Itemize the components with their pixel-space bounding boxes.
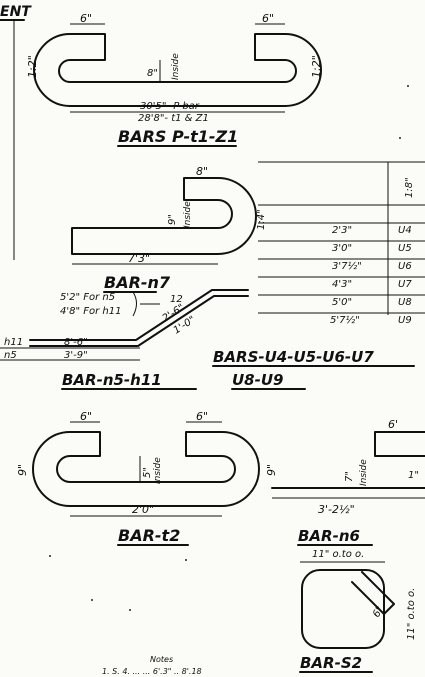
t2-inside-dim: 5" xyxy=(142,467,153,478)
notes-text: 1. S. 4. ... ... 6'.3" .. 8'.18 xyxy=(102,667,202,676)
row-mark: U7 xyxy=(398,279,412,290)
n6-length: 3'-2½" xyxy=(318,503,355,516)
n5-len-n: 3'-9" xyxy=(64,350,88,361)
row-mark: U4 xyxy=(398,225,412,236)
table-row: 4'3" U7 xyxy=(332,279,412,290)
n6-end: 1" xyxy=(408,470,419,481)
u-table-title-2: U8-U9 xyxy=(232,371,283,389)
n5-note-brace xyxy=(132,291,137,317)
table-row: 2'3" U4 xyxy=(332,225,412,236)
row-length: 3'0" xyxy=(332,243,352,254)
bar-s2-title: BAR-S2 xyxy=(300,654,362,672)
bar-n5-shape xyxy=(29,289,249,341)
dim-end-left: 1:2" xyxy=(26,55,39,78)
bar-n5-diagram: 5'2" For n5 4'8" For h11 12 2'-6" 1'-0" … xyxy=(0,289,249,390)
dim-right: 6" xyxy=(262,12,274,25)
t2-inside-label: Inside xyxy=(153,457,163,484)
n7-inside-label: Inside xyxy=(183,201,193,228)
bar-n7-shape xyxy=(71,177,257,255)
row-length: 5'0" xyxy=(332,297,352,308)
speck xyxy=(185,559,187,561)
t2-end-right: 9" xyxy=(265,464,278,476)
bar-p-title: BARS P-t1-Z1 xyxy=(118,127,238,146)
inside-dim: 8" xyxy=(147,68,158,79)
inside-label: Inside xyxy=(171,53,181,80)
table-row: 3'7½" U6 xyxy=(332,260,412,272)
bar-n5-title: BAR-n5-h11 xyxy=(62,371,162,389)
table-row: 5'7½" U9 xyxy=(330,314,412,326)
bar-p-shape xyxy=(33,33,322,107)
n7-top: 8" xyxy=(196,165,208,178)
t2-end-left: 9" xyxy=(16,464,29,476)
n7-end: 1:4" xyxy=(256,209,267,230)
bar-n6-diagram: 6' 7" Inside 1" 3'-2½" BAR-n6 xyxy=(271,418,425,546)
speck xyxy=(399,137,401,139)
scan-specks xyxy=(49,85,409,611)
bar-p-diagram: 6" 6" 1:2" 1:2" 8" Inside 30'5"- P bar 2… xyxy=(26,12,323,147)
n5-hook: 12 xyxy=(170,294,183,305)
n6-inside-dim: 7" xyxy=(344,471,355,482)
dim-left: 6" xyxy=(80,12,92,25)
s2-side: 11" o.to o. xyxy=(406,588,417,640)
row-mark: U8 xyxy=(398,297,412,308)
u-table-title-1: BARS-U4-U5-U6-U7 xyxy=(213,348,374,366)
bar-n5-shape-2 xyxy=(29,295,249,347)
n7-length: 7'3" xyxy=(128,252,150,265)
row-length: 2'3" xyxy=(332,225,352,236)
table-row: 3'0" U5 xyxy=(332,243,412,254)
bar-s2-shape xyxy=(301,569,385,649)
bar-t2-shape xyxy=(32,431,260,507)
s2-top: 11" o.to o. xyxy=(312,549,364,560)
s2-hook-dim: 6" xyxy=(371,605,386,620)
speck xyxy=(49,555,51,557)
n5-row-n: n5 xyxy=(4,350,17,361)
notes-title: Notes xyxy=(150,655,173,664)
row-length: 3'7½" xyxy=(332,260,362,272)
dim-end-right: 1:2" xyxy=(310,55,323,78)
t2-dim-right: 6" xyxy=(196,410,208,423)
notes-block: Notes 1. S. 4. ... ... 6'.3" .. 8'.18 xyxy=(102,655,202,676)
row-mark: U6 xyxy=(398,261,412,272)
n7-inside-dim: 9" xyxy=(167,214,178,225)
u-bars-table: 1:8" 2'3" U4 3'0" U5 3'7½" U6 4'3" U7 5'… xyxy=(212,161,425,390)
bar-n7-title: BAR-n7 xyxy=(104,273,171,292)
n6-inside-label: Inside xyxy=(359,459,369,486)
bar-n6-title: BAR-n6 xyxy=(298,527,360,545)
n6-top: 6' xyxy=(388,418,398,431)
t2-length: 2'0" xyxy=(132,503,154,516)
n5-row-h: h11 xyxy=(4,337,23,348)
bar-n6-shape xyxy=(271,431,425,489)
length-2: 28'8"- t1 & Z1 xyxy=(138,113,209,124)
row-length: 4'3" xyxy=(332,279,352,290)
u-table-header: 1:8" xyxy=(404,177,415,198)
t2-dim-left: 6" xyxy=(80,410,92,423)
row-mark: U5 xyxy=(398,243,412,254)
n5-len-h: 8'-6" xyxy=(64,337,88,348)
speck xyxy=(407,85,409,87)
bar-s2-diagram: 11" o.to o. 6" 11" o.to o. BAR-S2 xyxy=(299,549,417,673)
row-length: 5'7½" xyxy=(330,314,360,326)
table-row: 5'0" U8 xyxy=(332,297,412,308)
bar-n7-diagram: 8" 9" Inside 1:4" 7'3" BAR-n7 xyxy=(71,165,267,293)
length-1: 30'5"- P bar xyxy=(140,101,200,112)
header-fragment: ENT xyxy=(0,4,32,20)
speck xyxy=(91,599,93,601)
n5-note-2: 4'8" For h11 xyxy=(60,306,121,317)
n5-note-1: 5'2" For n5 xyxy=(60,292,115,303)
bar-t2-title: BAR-t2 xyxy=(118,526,180,545)
row-mark: U9 xyxy=(398,315,412,326)
bar-t2-diagram: 6" 6" 9" 9" 5" Inside 2'0" BAR-t2 xyxy=(16,410,278,546)
s2-hook xyxy=(351,571,395,615)
speck xyxy=(129,609,131,611)
